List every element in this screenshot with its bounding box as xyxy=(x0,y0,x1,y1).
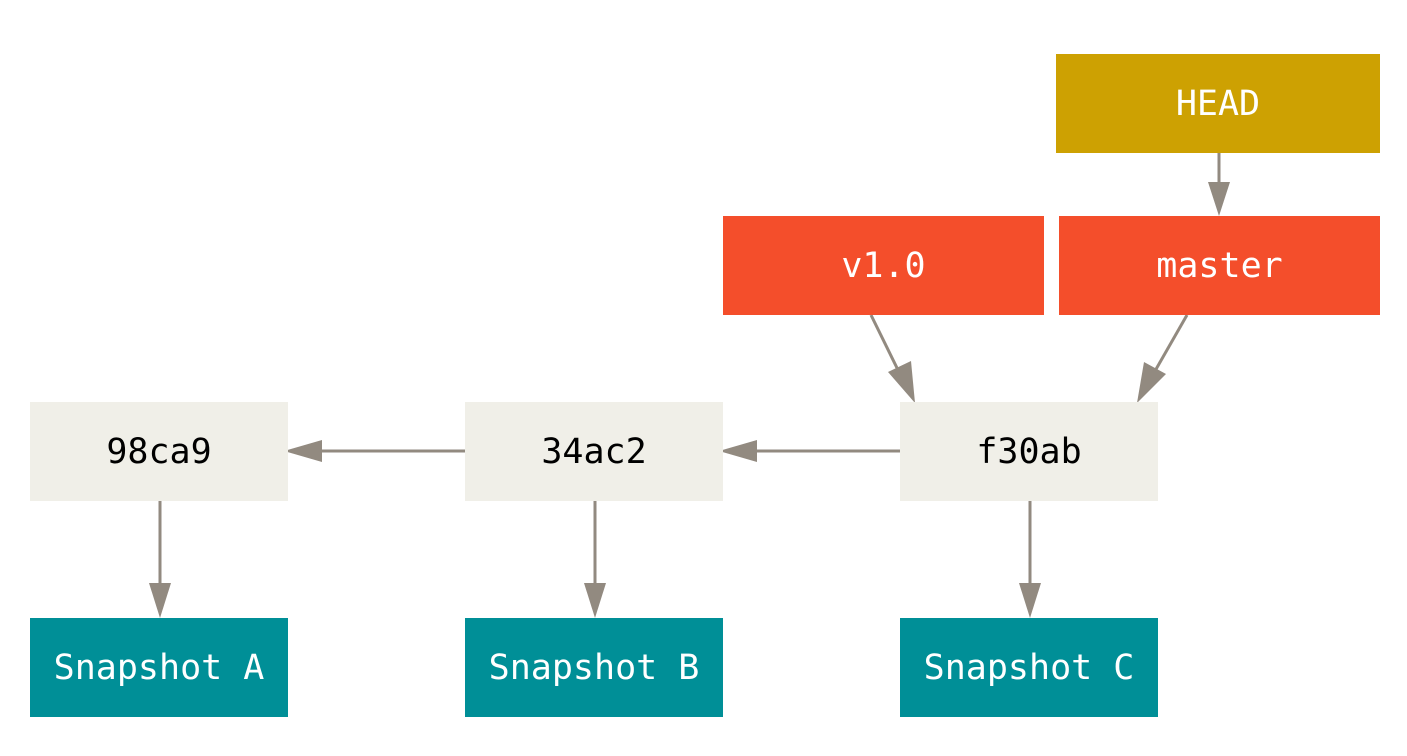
commit-hash: 98ca9 xyxy=(106,431,212,472)
tag-ref: v1.0 xyxy=(723,216,1044,315)
arrow-tag-to-commit xyxy=(869,314,915,403)
head-pointer: HEAD xyxy=(1056,54,1380,153)
tag-label: v1.0 xyxy=(841,245,926,286)
arrow-commit1-to-snapshot xyxy=(149,501,171,618)
commit-node: 98ca9 xyxy=(30,402,288,501)
snapshot-node: Snapshot B xyxy=(465,618,723,717)
commit-node: f30ab xyxy=(900,402,1158,501)
snapshot-label: Snapshot C xyxy=(923,647,1135,688)
snapshot-label: Snapshot B xyxy=(488,647,700,688)
arrow-commit3-to-commit2 xyxy=(719,440,900,462)
arrow-commit2-to-commit1 xyxy=(284,440,465,462)
commit-hash: 34ac2 xyxy=(541,431,647,472)
arrow-commit3-to-snapshot xyxy=(1019,501,1041,618)
arrow-master-to-commit xyxy=(1137,314,1189,403)
commit-node: 34ac2 xyxy=(465,402,723,501)
head-label: HEAD xyxy=(1175,83,1261,124)
branch-label: master xyxy=(1156,245,1283,286)
arrow-head-to-master xyxy=(1208,153,1230,216)
snapshot-node: Snapshot C xyxy=(900,618,1158,717)
branch-ref: master xyxy=(1059,216,1380,315)
snapshot-label: Snapshot A xyxy=(53,647,265,688)
snapshot-node: Snapshot A xyxy=(30,618,288,717)
commit-hash: f30ab xyxy=(976,431,1082,472)
arrow-commit2-to-snapshot xyxy=(584,501,606,618)
